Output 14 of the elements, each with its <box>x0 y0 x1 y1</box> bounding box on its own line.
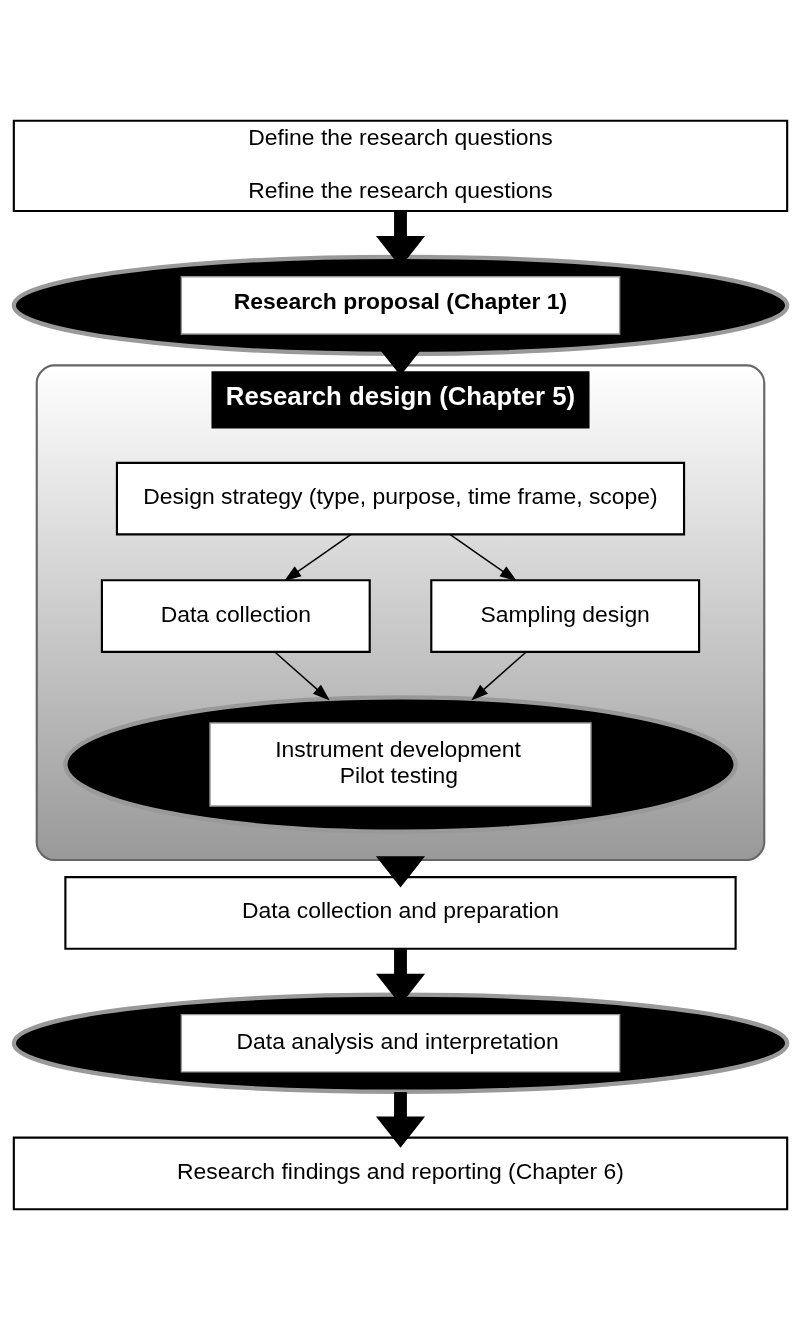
arrow <box>375 1091 426 1148</box>
arrow <box>284 533 352 581</box>
node-ellipse: Instrument development Pilot testing <box>63 694 738 834</box>
node-box: Sampling design <box>430 578 701 653</box>
node-box: Data collection and preparation <box>64 875 737 950</box>
arrow <box>449 533 517 581</box>
arrow <box>274 650 330 701</box>
arrow <box>375 855 426 887</box>
node-box: Data collection <box>100 578 371 653</box>
node-ellipse: Data analysis and interpretation <box>11 992 790 1094</box>
node-box: Define the research questions Refine the research questions <box>12 119 789 212</box>
arrow <box>471 650 527 701</box>
node-box: Research findings and reporting (Chapter 6) <box>12 1136 789 1210</box>
node-box: Design strategy (type, purpose, time frame, scope) <box>115 461 686 535</box>
